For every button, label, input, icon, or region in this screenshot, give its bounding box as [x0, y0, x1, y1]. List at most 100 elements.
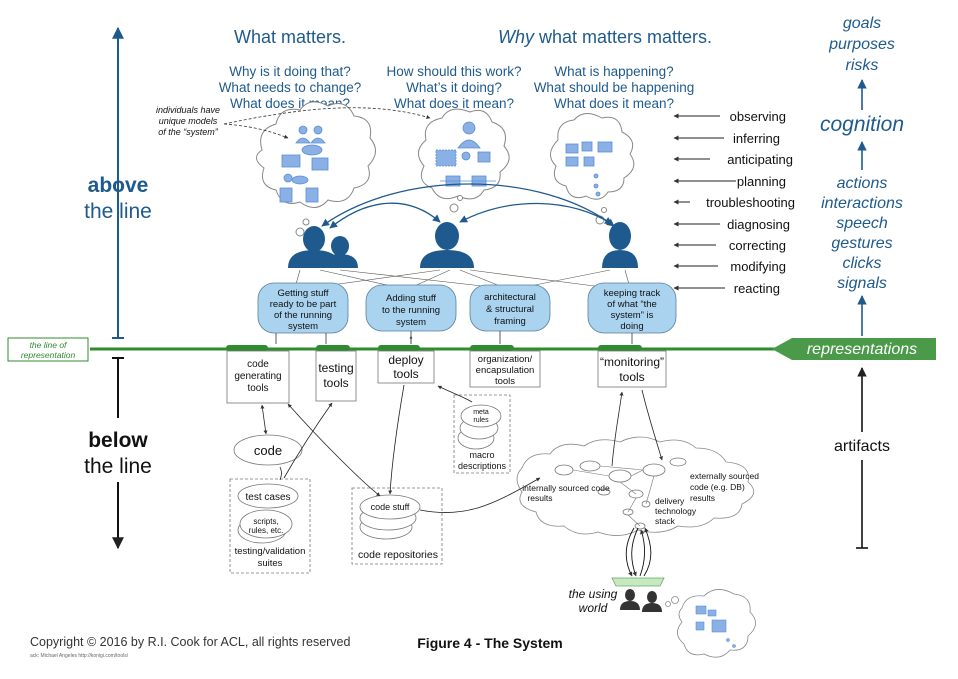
- below-sub-label: the line: [84, 455, 152, 478]
- macro-descriptions-box: [453, 394, 511, 474]
- ack-text: ack: Michael Angeles http://konigi.com/t…: [30, 653, 129, 659]
- svg-text:deploy: deploy: [388, 353, 423, 367]
- task-architectural-framing: architectural & structural framing: [469, 284, 551, 332]
- svg-text:technology: technology: [655, 506, 697, 516]
- line-label-box: [7, 337, 89, 362]
- actions-label: actions: [837, 175, 888, 192]
- svg-text:rules, etc.: rules, etc.: [249, 526, 284, 535]
- activity-modifying: modifying: [730, 259, 786, 274]
- figure-caption: Figure 4 - The System: [417, 635, 562, 651]
- using-world-platform: [611, 577, 665, 587]
- svg-text:suites: suites: [258, 558, 283, 569]
- scripts-label: scripts,: [253, 517, 278, 526]
- svg-text:framing: framing: [494, 316, 526, 327]
- svg-text:system: system: [396, 317, 426, 328]
- internal-results-label: internally sourced code: [522, 483, 610, 493]
- svg-text:Adding stuff: Adding stuff: [386, 293, 436, 304]
- svg-text:architectural: architectural: [484, 292, 536, 303]
- svg-text:tools: tools: [495, 376, 515, 387]
- svg-text:representation: representation: [21, 350, 76, 360]
- svg-text:of the running: of the running: [274, 310, 332, 321]
- copyright-text: Copyright © 2016 by R.I. Cook for ACL, a…: [30, 635, 351, 649]
- model-icons-left: [279, 125, 329, 203]
- signals-label: signals: [837, 275, 887, 292]
- svg-text:rules: rules: [473, 417, 489, 424]
- svg-text:tools: tools: [393, 367, 418, 381]
- above-sub-label: the line: [84, 200, 152, 223]
- svg-text:descriptions: descriptions: [458, 461, 507, 471]
- activity-reacting: reacting: [734, 281, 780, 296]
- svg-text:tools: tools: [247, 383, 268, 394]
- using-world-label: the using: [569, 587, 618, 601]
- macro-descriptions-label: macro: [469, 450, 494, 460]
- svg-text:system: system: [288, 321, 318, 332]
- question-mid-2: What’s it doing?: [406, 80, 502, 95]
- question-left-2: What needs to change?: [219, 80, 362, 95]
- tool-code-generating: code generating tools: [226, 345, 290, 404]
- code-ellipse: code: [233, 434, 303, 466]
- speech-label: speech: [836, 215, 888, 232]
- svg-text:Getting stuff: Getting stuff: [277, 288, 328, 299]
- activity-anticipating: anticipating: [727, 152, 793, 167]
- model-icons-middle: [435, 121, 496, 187]
- models-note-1: individuals have: [156, 105, 220, 115]
- svg-text:encapsulation: encapsulation: [476, 365, 535, 376]
- cognition-label: cognition: [820, 113, 904, 136]
- activity-inferring: inferring: [733, 131, 780, 146]
- svg-text:tools: tools: [323, 376, 348, 390]
- code-repositories-label: code repositories: [358, 549, 438, 561]
- below-label: below: [88, 429, 148, 452]
- svg-text:world: world: [579, 601, 608, 615]
- artifacts-label: artifacts: [834, 438, 890, 455]
- activities-list: observing inferring anticipating plannin…: [673, 109, 795, 296]
- svg-text:code: code: [247, 359, 269, 370]
- task-getting-stuff-ready: Getting stuff ready to be part of the ru…: [257, 282, 349, 334]
- svg-text:representations: representations: [807, 341, 917, 358]
- svg-text:the line of: the line of: [30, 340, 68, 350]
- svg-text:results: results: [690, 493, 715, 503]
- svg-text:stack: stack: [655, 516, 676, 526]
- svg-text:code: code: [254, 443, 282, 458]
- svg-text:code (e.g. DB): code (e.g. DB): [690, 482, 745, 492]
- what-matters-heading: What matters.: [234, 27, 346, 47]
- person-group-icon: [288, 226, 358, 268]
- models-note-2: unique models: [159, 116, 218, 126]
- svg-text:generating: generating: [234, 371, 281, 382]
- question-mid-1: How should this work?: [386, 64, 521, 79]
- question-right-3: What does it mean?: [554, 96, 674, 111]
- interactions-label: interactions: [821, 195, 903, 212]
- above-label: above: [88, 174, 149, 197]
- svg-text:results: results: [527, 493, 552, 503]
- svg-text:doing: doing: [620, 321, 643, 332]
- test-cases-label: test cases: [245, 492, 290, 503]
- tool-monitoring: “monitoring” tools: [597, 345, 667, 388]
- testing-suites-box: [229, 478, 311, 574]
- gestures-label: gestures: [831, 235, 892, 252]
- users-icon: [620, 589, 662, 612]
- task-keeping-track: keeping track of what “the system” is do…: [587, 282, 677, 334]
- tool-deploy: deploy tools: [377, 345, 435, 384]
- svg-text:ready to be part: ready to be part: [270, 299, 337, 310]
- svg-text:of what “the: of what “the: [607, 299, 657, 310]
- person-icon-right: [602, 222, 638, 268]
- svg-text:testing: testing: [318, 361, 353, 375]
- purposes-label: purposes: [828, 36, 895, 53]
- task-adding-stuff: Adding stuff to the running system: [365, 284, 457, 332]
- activity-diagnosing: diagnosing: [727, 217, 790, 232]
- svg-text:“monitoring”: “monitoring”: [600, 355, 664, 369]
- question-mid-3: What does it mean?: [394, 96, 514, 111]
- risks-label: risks: [846, 57, 879, 74]
- question-right-1: What is happening?: [554, 64, 673, 79]
- svg-text:to the running: to the running: [382, 305, 440, 316]
- model-icons-right: [565, 141, 613, 197]
- svg-text:& structural: & structural: [486, 304, 534, 315]
- delivery-stack-label: delivery: [655, 496, 685, 506]
- svg-text:tools: tools: [619, 370, 644, 384]
- external-results-label: externally sourced: [690, 471, 759, 481]
- tool-organization: organization/ encapsulation tools: [469, 345, 541, 388]
- why-matters-heading: Why what matters matters.: [498, 27, 712, 47]
- code-stuff-label: code stuff: [371, 502, 410, 512]
- meta-rules-label: meta: [473, 409, 489, 416]
- activity-correcting: correcting: [729, 238, 786, 253]
